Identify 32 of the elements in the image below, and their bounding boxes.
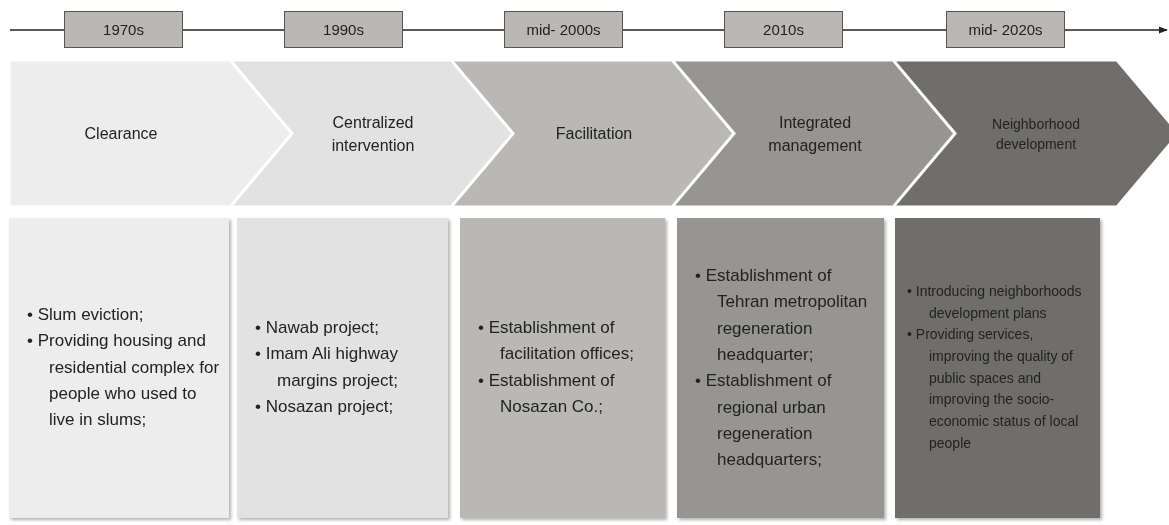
content-panel bbox=[677, 218, 884, 518]
list-item: • Establishment of facilitation offices; bbox=[478, 317, 635, 366]
list-item: • Establishment of regional urban regeneration headquarters; bbox=[695, 370, 833, 472]
content-panel bbox=[895, 218, 1100, 518]
stage-label: Neighborhood development bbox=[991, 114, 1081, 154]
list-item: • Establishment of Nosazan Co.; bbox=[478, 370, 616, 419]
timeline-line bbox=[182, 29, 285, 31]
list-item: • Providing services, improving the quality of public spaces and improving the socio-economic status of local people bbox=[907, 325, 1080, 454]
list-item: • Imam Ali highway margins project; bbox=[255, 343, 399, 392]
content-panel bbox=[460, 218, 665, 518]
list-item: • Introducing neighborhoods development plans bbox=[907, 282, 1083, 323]
year-box: mid- 2000s bbox=[504, 11, 623, 48]
stage-label: Facilitation bbox=[554, 123, 634, 144]
list-item: • Nosazan project; bbox=[255, 396, 395, 419]
timeline-line bbox=[842, 29, 947, 31]
timeline-line bbox=[402, 29, 505, 31]
timeline-arrow bbox=[1064, 26, 1168, 34]
content-panel bbox=[9, 218, 229, 518]
timeline-line bbox=[9, 29, 65, 31]
list-item: • Establishment of Tehran metropolitan regeneration headquarter; bbox=[695, 264, 869, 366]
list-item: • Slum eviction; bbox=[27, 304, 145, 327]
timeline-line bbox=[622, 29, 725, 31]
stage-label: Clearance bbox=[83, 123, 159, 144]
year-box: 1970s bbox=[64, 11, 183, 48]
stage-label: Integrated management bbox=[767, 112, 863, 156]
list-item: • Nawab project; bbox=[255, 317, 381, 340]
stage-label: Centralized intervention bbox=[330, 112, 416, 156]
year-box: 2010s bbox=[724, 11, 843, 48]
year-box: mid- 2020s bbox=[946, 11, 1065, 48]
list-item: • Providing housing and residential complex for people who used to live in slums; bbox=[27, 330, 221, 432]
content-panel bbox=[237, 218, 448, 518]
year-box: 1990s bbox=[284, 11, 403, 48]
